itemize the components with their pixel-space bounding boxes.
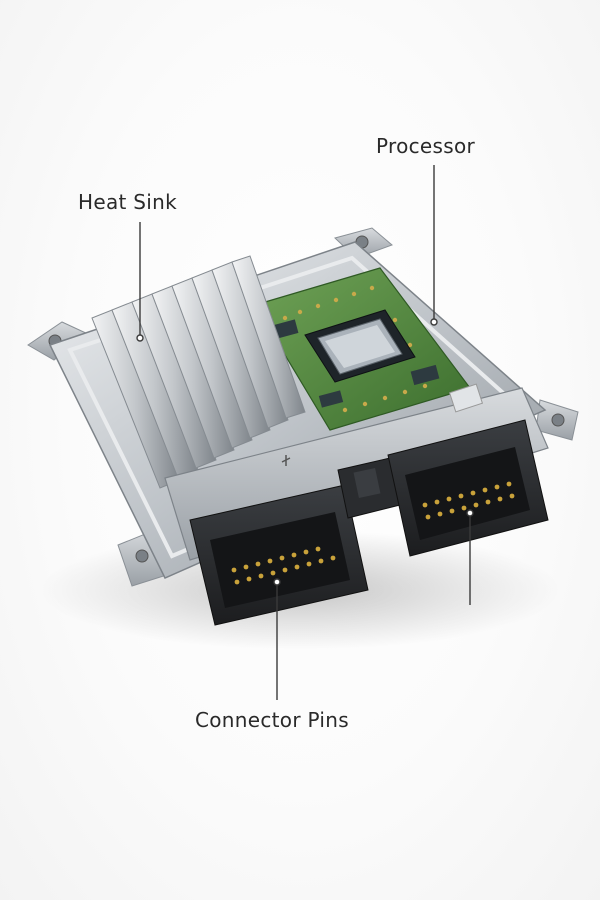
label-sticker bbox=[448, 383, 484, 413]
leader-lines bbox=[136, 165, 474, 700]
connector-right bbox=[387, 419, 549, 557]
leader-dot-processor bbox=[430, 318, 438, 326]
pcb-chip-small bbox=[410, 364, 440, 386]
heat-sink-fins bbox=[91, 255, 306, 489]
callout-heat-sink: Heat Sink bbox=[78, 190, 178, 214]
callout-connector-pins: Connector Pins bbox=[195, 708, 349, 732]
mark-symbol bbox=[281, 455, 291, 466]
leader-dot-connector-right bbox=[466, 509, 474, 517]
connector-left bbox=[189, 484, 369, 626]
callout-processor: Processor bbox=[376, 134, 476, 158]
leader-dot-heat-sink bbox=[136, 334, 144, 342]
connector-pins-right bbox=[422, 481, 515, 520]
leader-dot-connector-left bbox=[273, 578, 281, 586]
pcb-chip-small bbox=[318, 390, 344, 408]
connector-pins-left bbox=[231, 546, 336, 585]
cpu-chip bbox=[304, 309, 416, 383]
pcb-chip-small bbox=[273, 319, 299, 339]
connector-latch bbox=[337, 457, 401, 519]
pcb-components bbox=[282, 285, 433, 413]
